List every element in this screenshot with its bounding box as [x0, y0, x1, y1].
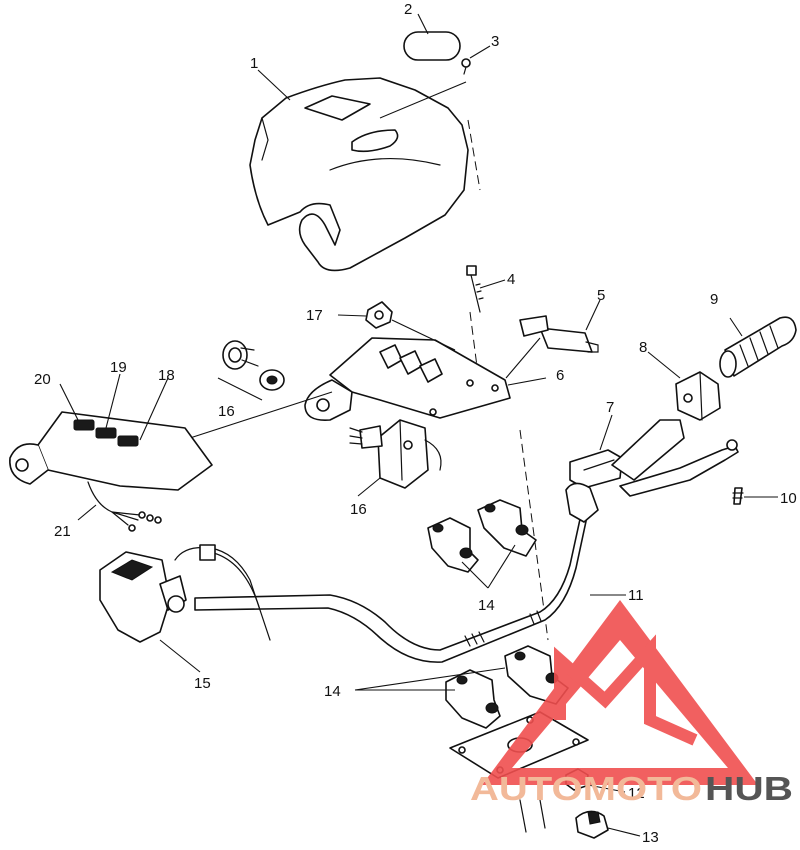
lever-screw: [732, 487, 744, 505]
mounting-bracket: [304, 337, 511, 422]
toggle-switch: [519, 315, 599, 353]
callout-14-lower: 14: [324, 683, 341, 700]
callout-5: 5: [597, 287, 605, 304]
lower-clamp-pair: [445, 645, 569, 729]
callout-12: 12: [628, 785, 645, 802]
switch-housing-small: [222, 340, 285, 391]
upper-clamp-pair: [427, 499, 537, 573]
clip: [575, 810, 609, 839]
nut: [365, 301, 393, 329]
callout-21: 21: [54, 523, 71, 540]
callout-20: 20: [34, 371, 51, 388]
callout-17: 17: [306, 307, 323, 324]
watermark-word-automoto: AUTOMOTO: [470, 770, 702, 807]
callout-3: 3: [491, 33, 499, 50]
screw-small: [461, 58, 471, 75]
callout-16-right: 16: [350, 501, 367, 518]
callout-16-left: 16: [218, 403, 235, 420]
watermark-text: AUTOMOTO HUB: [470, 770, 793, 807]
handlebar-cover: [249, 77, 469, 272]
callout-18: 18: [158, 367, 175, 384]
callout-7: 7: [606, 399, 614, 416]
callout-labels: 1 2 3 4 5 6 7 8 9 10 11 12 13 14 14 15 1…: [34, 1, 797, 846]
callout-9: 9: [710, 291, 718, 308]
callout-6: 6: [556, 367, 564, 384]
ignition-switch: [349, 419, 442, 489]
bolt: [466, 265, 484, 313]
watermark-triangle-icon: [482, 600, 758, 785]
callout-1: 1: [250, 55, 258, 72]
callout-14-upper: 14: [478, 597, 495, 614]
callout-11: 11: [628, 587, 644, 604]
control-panel: [9, 411, 213, 491]
wire-harness: [87, 481, 162, 532]
callout-4: 4: [507, 271, 515, 288]
handlebar-grip: [719, 316, 797, 378]
handlebar: [194, 509, 589, 663]
brake-lever-assembly: [565, 419, 739, 523]
callout-15: 15: [194, 675, 211, 692]
callout-13: 13: [642, 829, 659, 846]
lens: [403, 31, 461, 61]
callout-2: 2: [404, 1, 412, 18]
watermark-word-hub: HUB: [705, 770, 793, 807]
left-handlebar-switch: [99, 544, 271, 643]
callout-8: 8: [639, 339, 647, 356]
callout-10: 10: [780, 490, 797, 507]
throttle-housing: [675, 371, 721, 421]
callout-19: 19: [110, 359, 127, 376]
watermark-logo: [482, 600, 758, 785]
